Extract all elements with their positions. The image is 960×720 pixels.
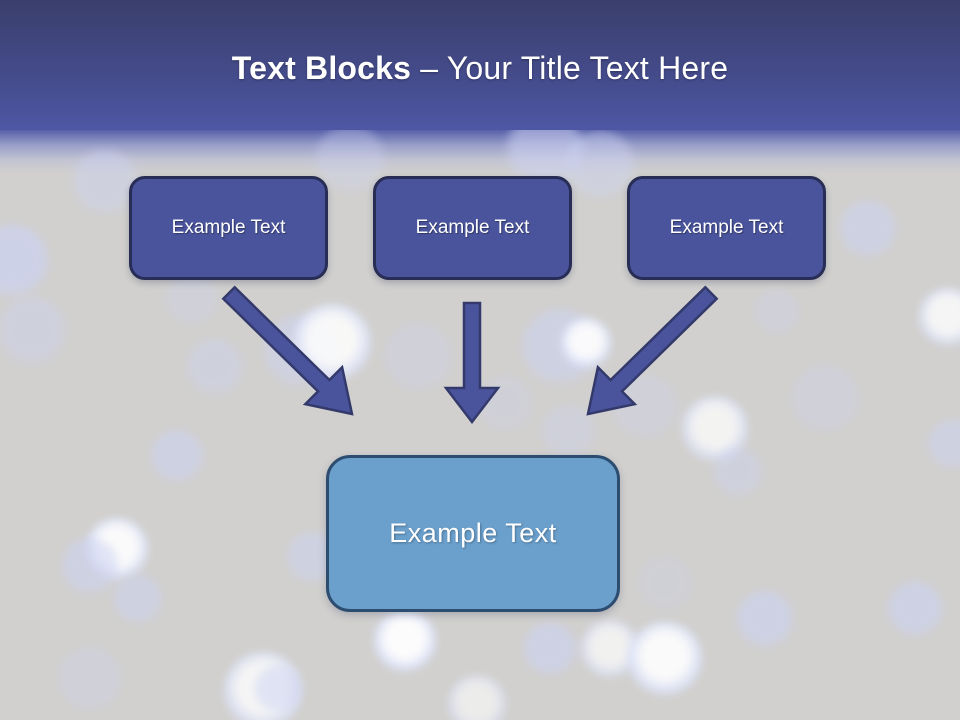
title-bold-text: Text Blocks [231,50,412,86]
bokeh-circle [564,130,636,202]
bokeh-circle [0,296,68,368]
bokeh-circle [56,646,124,714]
bokeh-circle [838,200,898,260]
text-block-2-label: Example Text [415,217,530,238]
bokeh-circle [0,224,50,300]
bokeh-circle [60,537,120,597]
text-block-3: Example Text [627,176,826,280]
bokeh-circle [789,364,861,436]
bokeh-circle [292,304,372,384]
bokeh-circle [735,590,795,650]
bokeh-circle [886,581,944,639]
header-fade [0,128,960,174]
bokeh-circle [373,610,437,674]
bokeh-circle [712,447,764,499]
bokeh-circle [540,404,596,460]
bokeh-circle [753,289,801,337]
bokeh-circle [522,622,578,678]
summary-block-label: Example Text [389,518,557,548]
text-block-2: Example Text [373,176,572,280]
bokeh-circle [627,622,703,698]
slide-header: Text Blocks – Your Title Text Here [0,0,960,130]
slide-title: Text Blocks – Your Title Text Here [0,50,960,87]
bokeh-circle [112,574,164,626]
bokeh-circle [918,288,960,348]
bokeh-circle [447,675,507,720]
text-block-3-label: Example Text [669,217,784,238]
title-regular-text: – Your Title Text Here [420,50,729,86]
bokeh-circle [253,665,303,715]
summary-block: Example Text [326,455,620,612]
text-block-1-label: Example Text [171,217,286,238]
bokeh-circle [164,272,220,328]
bokeh-circle [71,149,139,217]
bokeh-circle [560,318,612,370]
text-block-1: Example Text [129,176,328,280]
bokeh-circle [149,429,205,485]
bokeh-circle [611,374,679,442]
bokeh-circle [926,419,960,471]
bokeh-circle [635,555,695,615]
bokeh-background [0,130,960,720]
bokeh-circle [475,375,535,435]
bokeh-circle [185,338,245,398]
bokeh-circle [382,322,454,394]
